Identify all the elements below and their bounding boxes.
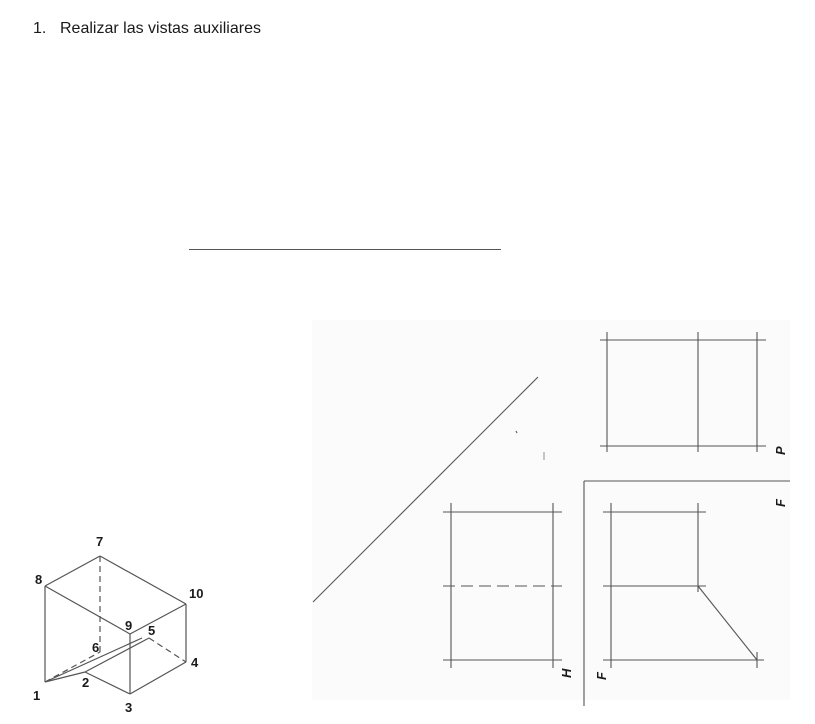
stray-mark [515, 430, 518, 434]
projection-paper [312, 320, 790, 700]
iso-edge-8-9 [44, 585, 131, 635]
front-view [603, 503, 764, 668]
exercise-number: 1. [33, 20, 47, 37]
front-view-slant [697, 585, 758, 661]
vertex-label-9: 9 [125, 618, 132, 633]
iso-edge-2-3 [84, 671, 131, 695]
vertex-label-8: 8 [35, 572, 42, 587]
iso-edge-3-4 [129, 661, 187, 695]
iso-edge-9-10 [129, 603, 187, 635]
iso-hidden-1-6 [44, 651, 101, 683]
iso-edge-8-7 [44, 555, 101, 587]
plane-label-P: P [773, 446, 788, 455]
iso-edge-1-5 [44, 637, 143, 683]
vertex-label-10: 10 [189, 586, 203, 601]
projection-views [312, 332, 790, 706]
iso-edge-2-5 [84, 637, 150, 673]
iso-hidden-5-4 [148, 637, 187, 663]
vertex-label-3: 3 [125, 700, 132, 715]
iso-edge-7-10 [99, 555, 187, 605]
answer-line [189, 249, 501, 250]
exercise-instruction: 1. Realizar las vistas auxiliares [33, 20, 261, 38]
vertex-label-2: 2 [82, 675, 89, 690]
plane-label-F-top: F [773, 498, 788, 507]
plane-label-H: H [559, 668, 574, 678]
plane-label-F-bottom: F [594, 671, 609, 680]
vertex-label-1: 1 [33, 688, 40, 703]
isometric-figure [44, 555, 187, 695]
vertex-label-7: 7 [96, 534, 103, 549]
top-view [600, 332, 766, 452]
vertex-label-4: 4 [191, 655, 199, 670]
exercise-text: Realizar las vistas auxiliares [60, 20, 261, 37]
iso-edge-1-2 [44, 671, 86, 683]
vertex-label-6: 6 [92, 640, 99, 655]
left-view [443, 503, 562, 668]
vertex-label-5: 5 [148, 623, 155, 638]
miter-line [312, 376, 539, 603]
